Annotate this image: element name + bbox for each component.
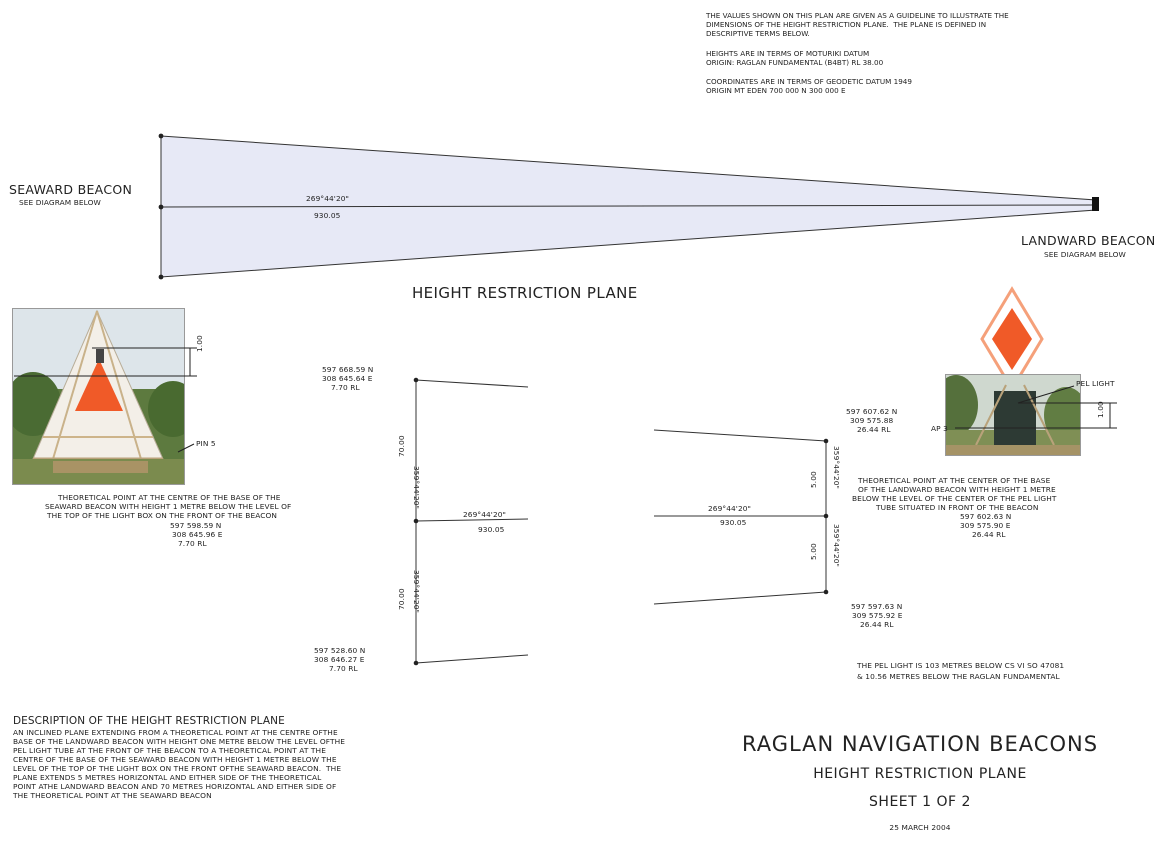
ap-3-label: AP 3: [931, 424, 948, 433]
landward-lower-dim: 5.00: [809, 543, 818, 560]
description-line: AN INCLINED PLANE EXTENDING FROM A THEOR…: [13, 728, 338, 737]
landward-bottom-rl: 26.44 RL: [860, 620, 894, 629]
landward-beacon-mark: [1092, 197, 1099, 211]
landward-desc-line: THEORETICAL POINT AT THE CENTER OF THE B…: [858, 476, 1051, 485]
note-line: DIMENSIONS OF THE HEIGHT RESTRICTION PLA…: [706, 20, 987, 29]
landward-dim-100: 1.00: [1096, 401, 1105, 418]
landward-desc-line: TUBE SITUATED IN FRONT OF THE BEACON: [876, 503, 1039, 512]
description-line: PEL LIGHT TUBE AT THE FRONT OF THE BEACO…: [13, 746, 326, 755]
pel-note-line: THE PEL LIGHT IS 103 METRES BELOW CS VI …: [857, 661, 1065, 670]
description-line: CENTRE OF THE BASE OF THE SEAWARD BEACON…: [13, 755, 337, 764]
landward-top-e: 309 575.88: [850, 416, 894, 425]
note-line: DESCRIPTIVE TERMS BELOW.: [706, 29, 810, 38]
seaward-coord-n: 597 598.59 N: [170, 521, 222, 530]
landward-desc-line: OF THE LANDWARD BEACON WITH HEIGHT 1 MET…: [858, 485, 1056, 494]
drawing-title: RAGLAN NAVIGATION BEACONS: [741, 732, 1099, 756]
landward-top-n: 597 607.62 N: [846, 407, 898, 416]
landward-coord-rl: 26.44 RL: [972, 530, 1006, 539]
note-line: THE VALUES SHOWN ON THIS PLAN ARE GIVEN …: [706, 11, 1009, 20]
note-line: COORDINATES ARE IN TERMS OF GEODETIC DAT…: [706, 77, 912, 86]
seaward-desc-line: THE TOP OF THE LIGHT BOX ON THE FRONT OF…: [47, 511, 278, 520]
seaward-coord-e: 308 645.96 E: [172, 530, 223, 539]
landward-desc-line: BELOW THE LEVEL OF THE CENTER OF THE PEL…: [852, 494, 1057, 503]
pel-light-label: PEL LIGHT: [1076, 379, 1115, 388]
seaward-top-e: 308 645.64 E: [322, 374, 373, 383]
description-line: POINT ATHE LANDWARD BEACON AND 70 METRES…: [13, 782, 337, 791]
description-heading: DESCRIPTION OF THE HEIGHT RESTRICTION PL…: [13, 715, 285, 727]
landward-top-rl: 26.44 RL: [857, 425, 891, 434]
seaward-top-n: 597 668.59 N: [322, 365, 374, 374]
seaward-beacon-sub: SEE DIAGRAM BELOW: [19, 198, 101, 207]
landward-center-distance: 930.05: [720, 518, 747, 527]
description-line: PLANE EXTENDS 5 METRES HORIZONTAL AND EI…: [13, 773, 322, 782]
landward-beacon-label: LANDWARD BEACON: [1021, 233, 1156, 248]
landward-center-bearing: 269°44'20": [708, 504, 752, 513]
landward-coord-e: 309 575.90 E: [960, 521, 1011, 530]
drawing-subtitle: HEIGHT RESTRICTION PLANE: [813, 766, 1027, 782]
seaward-desc-line: SEAWARD BEACON WITH HEIGHT 1 METRE BELOW…: [45, 502, 292, 511]
seaward-bottom-e: 308 646.27 E: [314, 655, 365, 664]
seaward-coord-rl: 7.70 RL: [178, 539, 207, 548]
landward-lower-bearing: 359°44'20": [832, 524, 841, 568]
note-line: HEIGHTS ARE IN TERMS OF MOTURIKI DATUM: [706, 49, 870, 58]
seaward-beacon-photo: [12, 308, 185, 485]
landward-beacon-photo: [945, 374, 1081, 456]
description-line: LEVEL OF THE TOP OF THE LIGHT BOX ON THE…: [13, 764, 342, 773]
seaward-bottom-point: [158, 274, 164, 280]
plan-caption: HEIGHT RESTRICTION PLANE: [412, 284, 638, 302]
seaward-bottom-rl: 7.70 RL: [329, 664, 358, 673]
seaward-center-distance: 930.05: [478, 525, 505, 534]
seaward-top-rl: 7.70 RL: [331, 383, 360, 392]
landward-upper-dim: 5.00: [809, 471, 818, 488]
plan-bearing: 269°44'20": [306, 194, 350, 203]
seaward-centre-point: [158, 204, 164, 210]
landward-upper-bearing: 359°44'20": [832, 446, 841, 490]
sheet-number: SHEET 1 OF 2: [869, 794, 971, 810]
note-line: ORIGIN MT EDEN 700 000 N 300 000 E: [706, 86, 846, 95]
description-line: THE THEORETICAL POINT AT THE SEAWARD BEA…: [13, 791, 212, 800]
landward-bottom-e: 309 575.92 E: [852, 611, 903, 620]
plan-distance: 930.05: [314, 211, 341, 220]
seaward-beacon-label: SEAWARD BEACON: [9, 182, 133, 197]
seaward-top-point: [158, 133, 164, 139]
seaward-beacon-illustration: [13, 309, 184, 484]
description-line: BASE OF THE LANDWARD BEACON WITH HEIGHT …: [13, 737, 346, 746]
landward-photo-scene: [946, 375, 1080, 455]
landward-coord-n: 597 602.63 N: [960, 512, 1012, 521]
seaward-bottom-n: 597 528.60 N: [314, 646, 366, 655]
note-line: ORIGIN: RAGLAN FUNDAMENTAL (B4BT) RL 38.…: [706, 58, 884, 67]
pin-5-label: PIN 5: [196, 439, 216, 448]
drawing-date: 25 MARCH 2004: [889, 823, 951, 832]
landward-beacon-sub: SEE DIAGRAM BELOW: [1044, 250, 1126, 259]
seaward-center-bearing: 269°44'20": [463, 510, 507, 519]
pel-note-line: & 10.56 METRES BELOW THE RAGLAN FUNDAMEN…: [857, 672, 1060, 681]
seaward-desc-line: THEORETICAL POINT AT THE CENTRE OF THE B…: [58, 493, 281, 502]
landward-bottom-n: 597 597.63 N: [851, 602, 903, 611]
plan-centre-line: [160, 204, 1097, 208]
